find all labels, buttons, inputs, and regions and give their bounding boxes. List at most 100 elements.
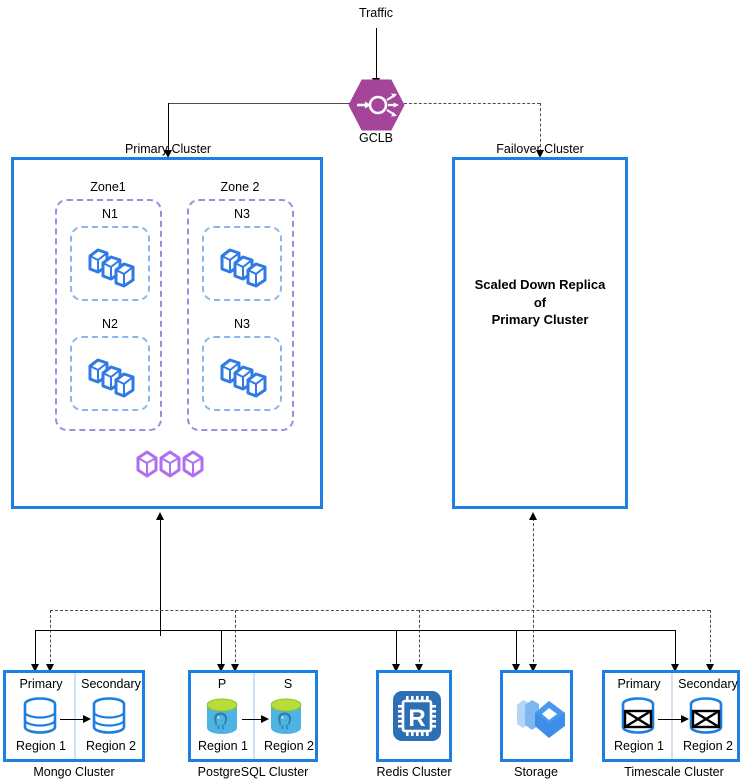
failover-cluster-box[interactable]: Scaled Down Replica of Primary Cluster xyxy=(452,157,628,509)
primary-bus-drop-mongo xyxy=(35,630,36,672)
failover-body-line-1: Scaled Down Replica xyxy=(474,277,606,292)
node-box-n1[interactable] xyxy=(70,226,150,301)
postgresql-replication-arrow xyxy=(261,714,269,723)
failover-to-bus-arrow xyxy=(528,512,537,520)
postgresql-elephant-cylinder-icon xyxy=(204,697,240,737)
mongo-cluster-caption: Mongo Cluster xyxy=(33,765,115,779)
postgresql-divider xyxy=(253,673,255,759)
postgresql-cluster-caption: PostgreSQL Cluster xyxy=(197,765,309,779)
timescale-cluster-box[interactable]: Primary Secondary xyxy=(602,670,740,762)
failover-body-line-2: of xyxy=(533,294,547,310)
primary-arrow-redis xyxy=(391,664,400,672)
primary-bus-hline xyxy=(35,630,675,631)
failover-bus-drop-redis xyxy=(419,610,420,672)
mongo-database-cylinder-icon xyxy=(22,697,58,735)
timescale-cylinder-icon xyxy=(620,697,656,735)
gclb-to-failover-arrow xyxy=(535,150,544,158)
timescale-region-1-label: Region 1 xyxy=(613,739,665,753)
node-cubes-icon xyxy=(85,354,140,399)
zone-label-2: Zone 2 xyxy=(220,180,260,194)
postgresql-cluster-box[interactable]: P S xyxy=(188,670,318,762)
mongo-database-cylinder-icon xyxy=(91,697,127,735)
mongo-cluster-box[interactable]: Primary Secondary xyxy=(3,670,145,762)
pods-hexagons-icon xyxy=(134,448,210,482)
failover-arrow-timescale xyxy=(705,664,714,672)
node-cubes-icon xyxy=(217,244,272,289)
failover-bus-hline xyxy=(50,610,710,611)
mongo-divider xyxy=(74,673,76,759)
gclb-to-primary-hline xyxy=(168,103,350,104)
primary-arrow-mongo xyxy=(30,664,39,672)
gclb-icon[interactable] xyxy=(348,79,405,131)
postgresql-region-2-label: Region 2 xyxy=(263,739,315,753)
gclb-label: GCLB xyxy=(358,131,394,145)
postgresql-secondary-label: S xyxy=(283,677,293,691)
node-box-n2[interactable] xyxy=(70,336,150,411)
timescale-region-2-label: Region 2 xyxy=(682,739,734,753)
redis-cluster-caption: Redis Cluster xyxy=(376,765,452,779)
primary-bus-drop-postgres xyxy=(221,630,222,672)
gclb-to-primary-vline xyxy=(168,103,169,152)
primary-bus-drop-storage xyxy=(516,630,517,672)
redis-chip-icon: R xyxy=(389,685,445,747)
primary-bus-drop-redis xyxy=(396,630,397,672)
traffic-to-gclb-line xyxy=(376,28,377,80)
node-label-n3-b: N3 xyxy=(234,317,250,331)
failover-body-line-3: Primary Cluster xyxy=(491,312,589,328)
postgresql-region-1-label: Region 1 xyxy=(197,739,249,753)
primary-cluster-label: Primary Cluster xyxy=(124,142,212,156)
postgresql-replication-line xyxy=(242,719,264,720)
postgresql-elephant-cylinder-icon xyxy=(268,697,304,737)
zone-label-1: Zone1 xyxy=(90,180,126,194)
gclb-to-primary-arrow xyxy=(163,150,172,158)
failover-bus-drop-timescale xyxy=(710,610,711,672)
storage-box[interactable] xyxy=(500,670,573,762)
primary-to-bus-arrow xyxy=(155,512,164,520)
node-label-n2: N2 xyxy=(102,317,118,331)
gclb-to-failover-vline xyxy=(540,103,541,152)
timescale-secondary-label: Secondary xyxy=(678,677,738,691)
mongo-replication-arrow xyxy=(83,714,91,723)
failover-cluster-label: Failover Cluster xyxy=(496,142,584,156)
node-cubes-icon xyxy=(85,244,140,289)
node-cubes-icon xyxy=(217,354,272,399)
storage-caption: Storage xyxy=(514,765,558,779)
timescale-cluster-caption: Timescale Cluster xyxy=(624,765,724,779)
node-label-n1: N1 xyxy=(102,207,118,221)
postgresql-primary-label: P xyxy=(217,677,227,691)
node-box-n3-a[interactable] xyxy=(202,226,282,301)
mongo-region-2-label: Region 2 xyxy=(85,739,137,753)
failover-bus-drop-mongo xyxy=(50,610,51,672)
zone-box-2[interactable]: N3 xyxy=(187,199,294,431)
failover-arrow-redis xyxy=(414,664,423,672)
failover-arrow-storage xyxy=(528,664,537,672)
storage-bucket-icon xyxy=(511,691,569,743)
gclb-to-failover-hline xyxy=(404,103,540,104)
timescale-primary-label: Primary xyxy=(617,677,661,691)
svg-text:R: R xyxy=(408,705,425,732)
mongo-primary-label: Primary xyxy=(19,677,63,691)
primary-arrow-storage xyxy=(511,664,520,672)
primary-bus-drop-timescale xyxy=(675,630,676,672)
timescale-replication-line xyxy=(658,719,682,720)
failover-to-bus-line xyxy=(533,518,534,618)
timescale-replication-arrow xyxy=(681,714,689,723)
primary-cluster-box[interactable]: Zone1 N1 xyxy=(11,157,323,509)
timescale-cylinder-icon xyxy=(688,697,724,735)
zone-box-1[interactable]: N1 xyxy=(55,199,162,431)
mongo-replication-line xyxy=(60,719,84,720)
primary-to-bus-line xyxy=(160,518,161,636)
failover-bus-drop-postgres xyxy=(235,610,236,672)
node-box-n3-b[interactable] xyxy=(202,336,282,411)
timescale-divider xyxy=(671,673,673,759)
mongo-region-1-label: Region 1 xyxy=(15,739,67,753)
primary-arrow-postgres xyxy=(216,664,225,672)
failover-bus-drop-storage xyxy=(533,610,534,672)
redis-cluster-box[interactable]: R xyxy=(376,670,452,762)
node-label-n3-a: N3 xyxy=(234,207,250,221)
primary-arrow-timescale xyxy=(670,664,679,672)
mongo-secondary-label: Secondary xyxy=(81,677,141,691)
failover-arrow-mongo xyxy=(45,664,54,672)
failover-arrow-postgres xyxy=(230,664,239,672)
